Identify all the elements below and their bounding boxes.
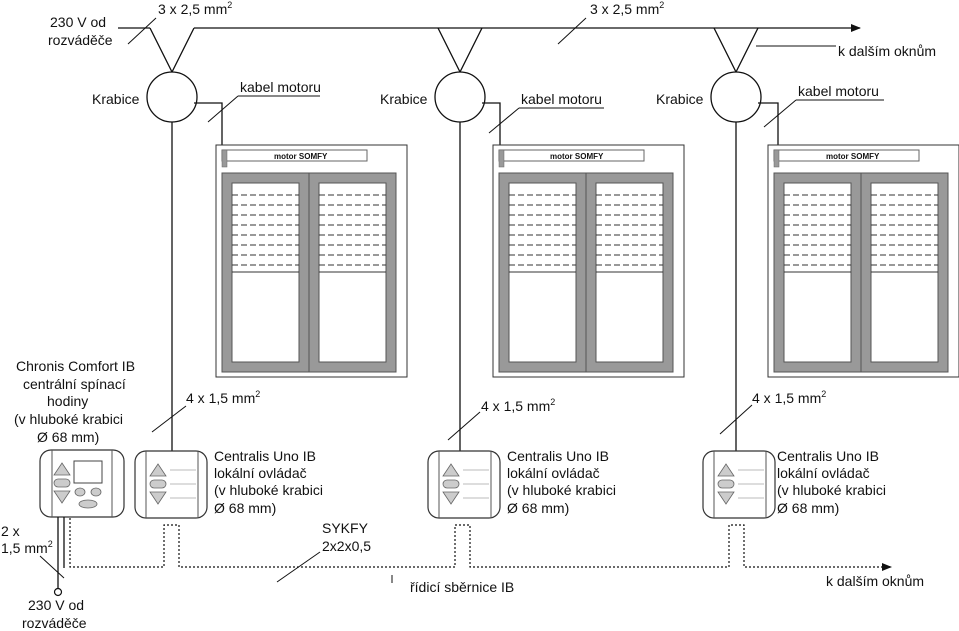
down-arrow-icon [442, 491, 460, 505]
branch-cable-label: 4 x 1,5 mm2 [752, 389, 826, 406]
branch-cable-spec: 4 x 1,5 mm [752, 390, 821, 406]
local-switch-device [134, 450, 208, 519]
clock-supply-label-2: 1,5 mm2 [1, 539, 53, 556]
switch-label-1: Centralis Uno IB [214, 448, 316, 464]
clock-button-icon [74, 487, 86, 497]
switch-label-2: lokální ovládač [214, 465, 307, 481]
bus-label: řídicí sběrnice IB [410, 579, 514, 595]
clock-label-1: Chronis Comfort IB [16, 358, 135, 374]
window-with-blind: motor SOMFY [767, 144, 959, 378]
clock-label-5: Ø 68 mm) [37, 429, 99, 445]
motor-cable-label: kabel motoru [521, 91, 602, 107]
control-bus-line [69, 518, 882, 568]
switch-label-1: Centralis Uno IB [507, 448, 609, 464]
local-switch-device [702, 450, 776, 519]
switch-label-1: Centralis Uno IB [777, 448, 879, 464]
power-supply-line [118, 24, 861, 73]
branch-cable-exp: 2 [550, 397, 555, 407]
window-with-blind: motor SOMFY [215, 144, 408, 378]
unit-1: Krabice kabel motoru motor SOMFY [92, 71, 408, 519]
motor-label: motor SOMFY [826, 152, 880, 161]
unit-3: Krabice kabel motoru motor SOMFY [656, 71, 959, 519]
stop-button-icon [53, 478, 71, 488]
clock-button-icon [78, 499, 98, 509]
main-cable-label-1: 3 x 2,5 mm2 [158, 0, 232, 17]
main-cable-label-2: 3 x 2,5 mm2 [590, 0, 664, 17]
branch-cable-exp: 2 [255, 389, 260, 399]
main-cable-exp-2: 2 [659, 0, 664, 10]
branch-cable-spec: 4 x 1,5 mm [481, 398, 550, 414]
main-cable-spec-2: 3 x 2,5 mm [590, 1, 659, 17]
clock-display [73, 460, 103, 484]
clock-label-2: centrální spínací [23, 376, 126, 392]
junction-box-symbol [434, 71, 486, 123]
unit-2: Krabice kabel motoru motor SOMFY [380, 71, 685, 519]
motor-cable-label: kabel motoru [798, 83, 879, 99]
junction-box-symbol [710, 71, 762, 123]
branch-cable-exp: 2 [821, 389, 826, 399]
supply-label-bottom-1: 230 V od [28, 597, 84, 613]
clock-button-icon [90, 487, 102, 497]
up-arrow-icon [442, 463, 460, 477]
junction-box-label: Krabice [92, 91, 140, 107]
switch-label-2: lokální ovládač [777, 465, 870, 481]
up-arrow-icon [149, 463, 167, 477]
central-clock-device [39, 449, 125, 518]
switch-label-4: Ø 68 mm) [507, 500, 569, 516]
supply-label-top-1: 230 V od [50, 14, 106, 30]
branch-cable-label: 4 x 1,5 mm2 [481, 397, 555, 414]
bus-arrowhead [882, 563, 892, 571]
stop-button-icon [149, 479, 167, 489]
clock-supply-exp: 2 [48, 539, 53, 549]
supply-label-bottom-2: rozváděče [22, 615, 87, 631]
junction-box-symbol [146, 71, 198, 123]
bus-next-windows-label: k dalším oknům [826, 573, 924, 589]
branch-cable-label: 4 x 1,5 mm2 [186, 389, 260, 406]
main-cable-exp: 2 [227, 0, 232, 10]
down-arrow-icon [149, 491, 167, 505]
junction-box-label: Krabice [380, 91, 428, 107]
switch-label-2: lokální ovládač [507, 465, 600, 481]
junction-box-label: Krabice [656, 91, 704, 107]
down-arrow-icon [717, 491, 735, 505]
cable-leader-lines [127, 17, 836, 47]
motor-label: motor SOMFY [550, 152, 604, 161]
window-with-blind: motor SOMFY [492, 144, 685, 378]
motor-label: motor SOMFY [274, 152, 328, 161]
switch-label-4: Ø 68 mm) [777, 500, 839, 516]
clock-supply-label-1: 2 x [1, 523, 20, 539]
local-switch-device [427, 450, 501, 519]
switch-label-3: (v hluboké krabici [214, 482, 323, 498]
stop-button-icon [717, 479, 735, 489]
stop-button-icon [442, 479, 460, 489]
bus-cable-name: SYKFY [322, 520, 369, 536]
central-clock-label: Chronis Comfort IB centrální spínací hod… [14, 358, 135, 445]
power-next-windows-label: k dalším oknům [838, 43, 936, 59]
switch-label-3: (v hluboké krabici [777, 482, 886, 498]
down-arrow-icon [53, 490, 71, 504]
switch-label-3: (v hluboké krabici [507, 482, 616, 498]
clock-label-4: (v hluboké krabici [14, 411, 123, 427]
main-cable-spec: 3 x 2,5 mm [158, 1, 227, 17]
up-arrow-icon [717, 463, 735, 477]
clock-supply-spec: 1,5 mm [1, 540, 48, 556]
clock-label-3: hodiny [47, 393, 88, 409]
switch-label-4: Ø 68 mm) [214, 500, 276, 516]
up-arrow-icon [53, 462, 71, 476]
motor-cable-label: kabel motoru [240, 79, 321, 95]
bus-cable-spec: 2x2x0,5 [322, 538, 371, 554]
supply-terminal-icon [53, 587, 63, 597]
supply-label-top-2: rozváděče [48, 32, 113, 48]
branch-cable-spec: 4 x 1,5 mm [186, 390, 255, 406]
